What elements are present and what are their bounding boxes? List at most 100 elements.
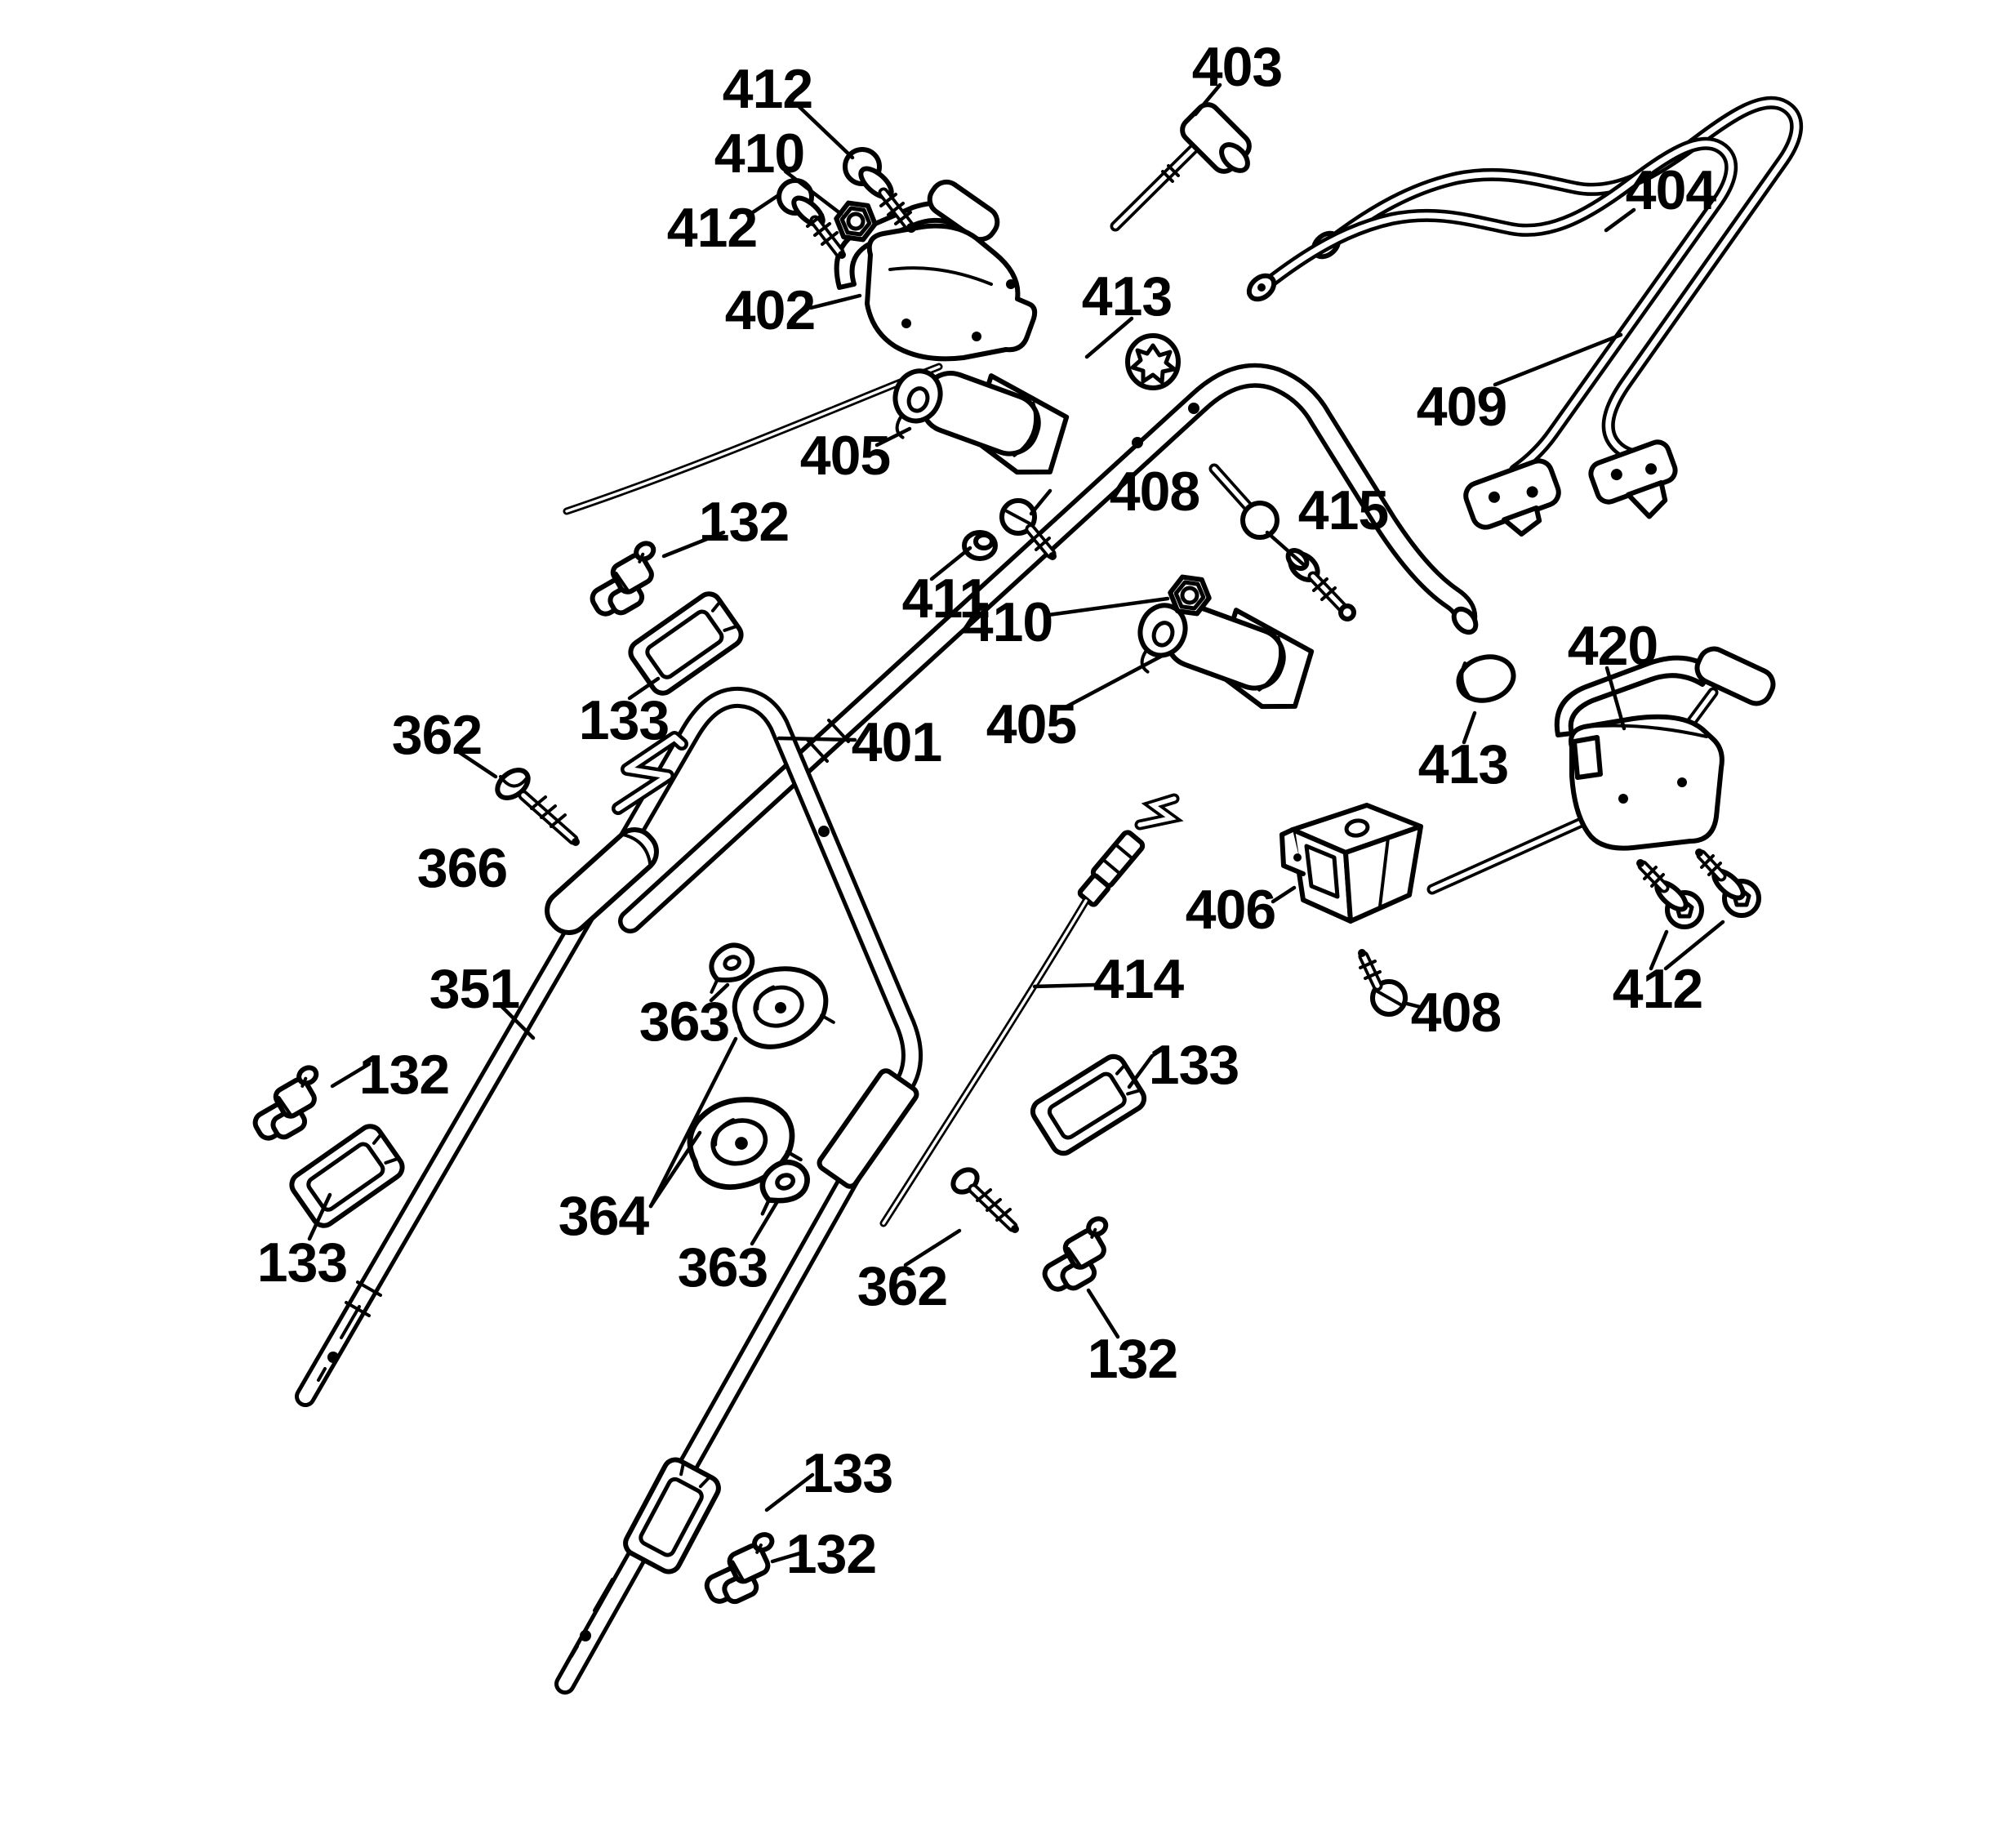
leader-line-5 — [1604, 207, 1636, 233]
tube-end-hole — [580, 1630, 591, 1641]
handle-sleeve-marks — [345, 1280, 382, 1317]
part-label-415-10: 415 — [1298, 479, 1388, 541]
leader-line-0 — [796, 104, 855, 160]
cable-clip-132 — [696, 1532, 790, 1610]
cable-clamp-405 — [882, 347, 1074, 489]
part-label-132-11: 132 — [699, 491, 789, 553]
leader-line-14 — [777, 736, 857, 742]
leader-line-22 — [1032, 982, 1097, 989]
part-label-133-14: 133 — [579, 689, 669, 751]
handle-hole — [818, 826, 830, 837]
leader-line-36 — [1265, 530, 1306, 567]
leader-line-2 — [745, 194, 780, 218]
leader-line-15 — [456, 750, 498, 779]
leader-line-6 — [1084, 316, 1134, 359]
part-label-410-1: 410 — [714, 122, 804, 185]
lower-handle-tube-351 — [295, 686, 923, 1695]
leader-line-30 — [648, 1130, 702, 1209]
leader-line-33 — [1086, 1288, 1120, 1339]
leader-line-7 — [1493, 332, 1623, 387]
cable-clamp-405 — [1127, 581, 1319, 724]
part-label-133-29: 133 — [257, 1231, 347, 1294]
leader-line-25 — [1401, 1000, 1422, 1009]
handle-hole — [1132, 437, 1143, 448]
handle-plate-133 — [626, 590, 745, 697]
part-label-405-18: 405 — [986, 693, 1076, 755]
leader-line-28 — [307, 1192, 332, 1241]
part-label-408-9: 408 — [1110, 461, 1199, 523]
bar-mount-plate — [1588, 439, 1678, 519]
part-label-413-17: 413 — [1418, 733, 1508, 795]
throttle-control-420 — [1554, 646, 1776, 851]
tube-end-opening — [1451, 606, 1479, 635]
cable-clip-132 — [581, 541, 674, 623]
leader-line-12 — [1046, 596, 1170, 617]
screw-412 — [1695, 848, 1761, 918]
leader-line-10 — [661, 530, 726, 559]
handle-mount-plate — [817, 1068, 919, 1189]
part-label-408-26: 408 — [1411, 982, 1501, 1044]
leader-line-18 — [1604, 666, 1627, 731]
part-label-133-34: 133 — [803, 1442, 892, 1504]
leader-line-3 — [808, 293, 862, 310]
part-label-414-24: 414 — [1093, 948, 1185, 1010]
leader-line-4 — [1193, 82, 1222, 117]
part-label-413-6: 413 — [1082, 265, 1172, 327]
part-label-363-31: 363 — [678, 1236, 768, 1298]
part-label-406-21: 406 — [1186, 879, 1275, 941]
part-label-132-33: 132 — [1088, 1328, 1177, 1390]
screw-412 — [1636, 859, 1704, 929]
handle-plate-133 — [1029, 1053, 1149, 1158]
part-label-133-28: 133 — [1149, 1034, 1239, 1096]
leader-line-9 — [1029, 488, 1053, 516]
leader-line-19 — [1271, 885, 1297, 904]
part-label-364-30: 364 — [559, 1185, 650, 1247]
part-label-412-0: 412 — [723, 58, 812, 120]
leader-line-27 — [1127, 1053, 1155, 1089]
part-label-411-12: 411 — [902, 568, 990, 630]
tube-end-hole — [327, 1352, 339, 1363]
part-label-132-27: 132 — [359, 1044, 449, 1106]
part-label-412-25: 412 — [1613, 958, 1702, 1020]
leader-line-32 — [903, 1228, 962, 1267]
screw-362 — [950, 1167, 1019, 1233]
tube-end-slots — [317, 1305, 361, 1382]
cable-clip-132 — [1033, 1216, 1127, 1298]
part-label-405-8: 405 — [800, 425, 890, 487]
leader-line-8 — [874, 426, 912, 448]
leader-line-35 — [770, 1550, 805, 1564]
leader-line-23 — [1649, 929, 1669, 971]
leader-line-1 — [783, 169, 843, 216]
mount-bracket-406 — [1279, 803, 1423, 924]
tube-end-slots — [570, 1578, 614, 1658]
throttle-cable-402 — [563, 363, 943, 515]
screw-362 — [495, 768, 580, 846]
screw-408 — [999, 498, 1057, 560]
leader-line-11 — [929, 546, 972, 581]
leader-line-34 — [764, 1472, 815, 1512]
washer-411 — [962, 530, 998, 561]
leader-line-31 — [750, 1200, 779, 1246]
leader-lines — [307, 82, 1725, 1564]
part-label-412-2: 412 — [667, 197, 757, 259]
part-label-420-20: 420 — [1568, 615, 1658, 677]
leader-line-17 — [1061, 652, 1168, 710]
pin-403 — [1110, 102, 1252, 232]
part-label-362-16: 362 — [392, 704, 482, 766]
bar-mount-plate — [1463, 458, 1561, 537]
part-label-366-19: 366 — [417, 837, 507, 899]
part-label-409-7: 409 — [1417, 376, 1506, 438]
part-label-403-4: 403 — [1192, 36, 1282, 98]
leader-line-24 — [1663, 920, 1725, 971]
part-label-362-32: 362 — [857, 1255, 947, 1317]
star-washer-413 — [1125, 333, 1181, 390]
leader-line-21 — [709, 982, 730, 1003]
leader-line-13 — [627, 676, 661, 701]
cap-disc-413 — [1456, 654, 1516, 703]
screw-408 — [1358, 949, 1408, 1017]
brake-cable-414 — [879, 793, 1184, 1227]
part-label-351-22: 351 — [429, 958, 519, 1020]
